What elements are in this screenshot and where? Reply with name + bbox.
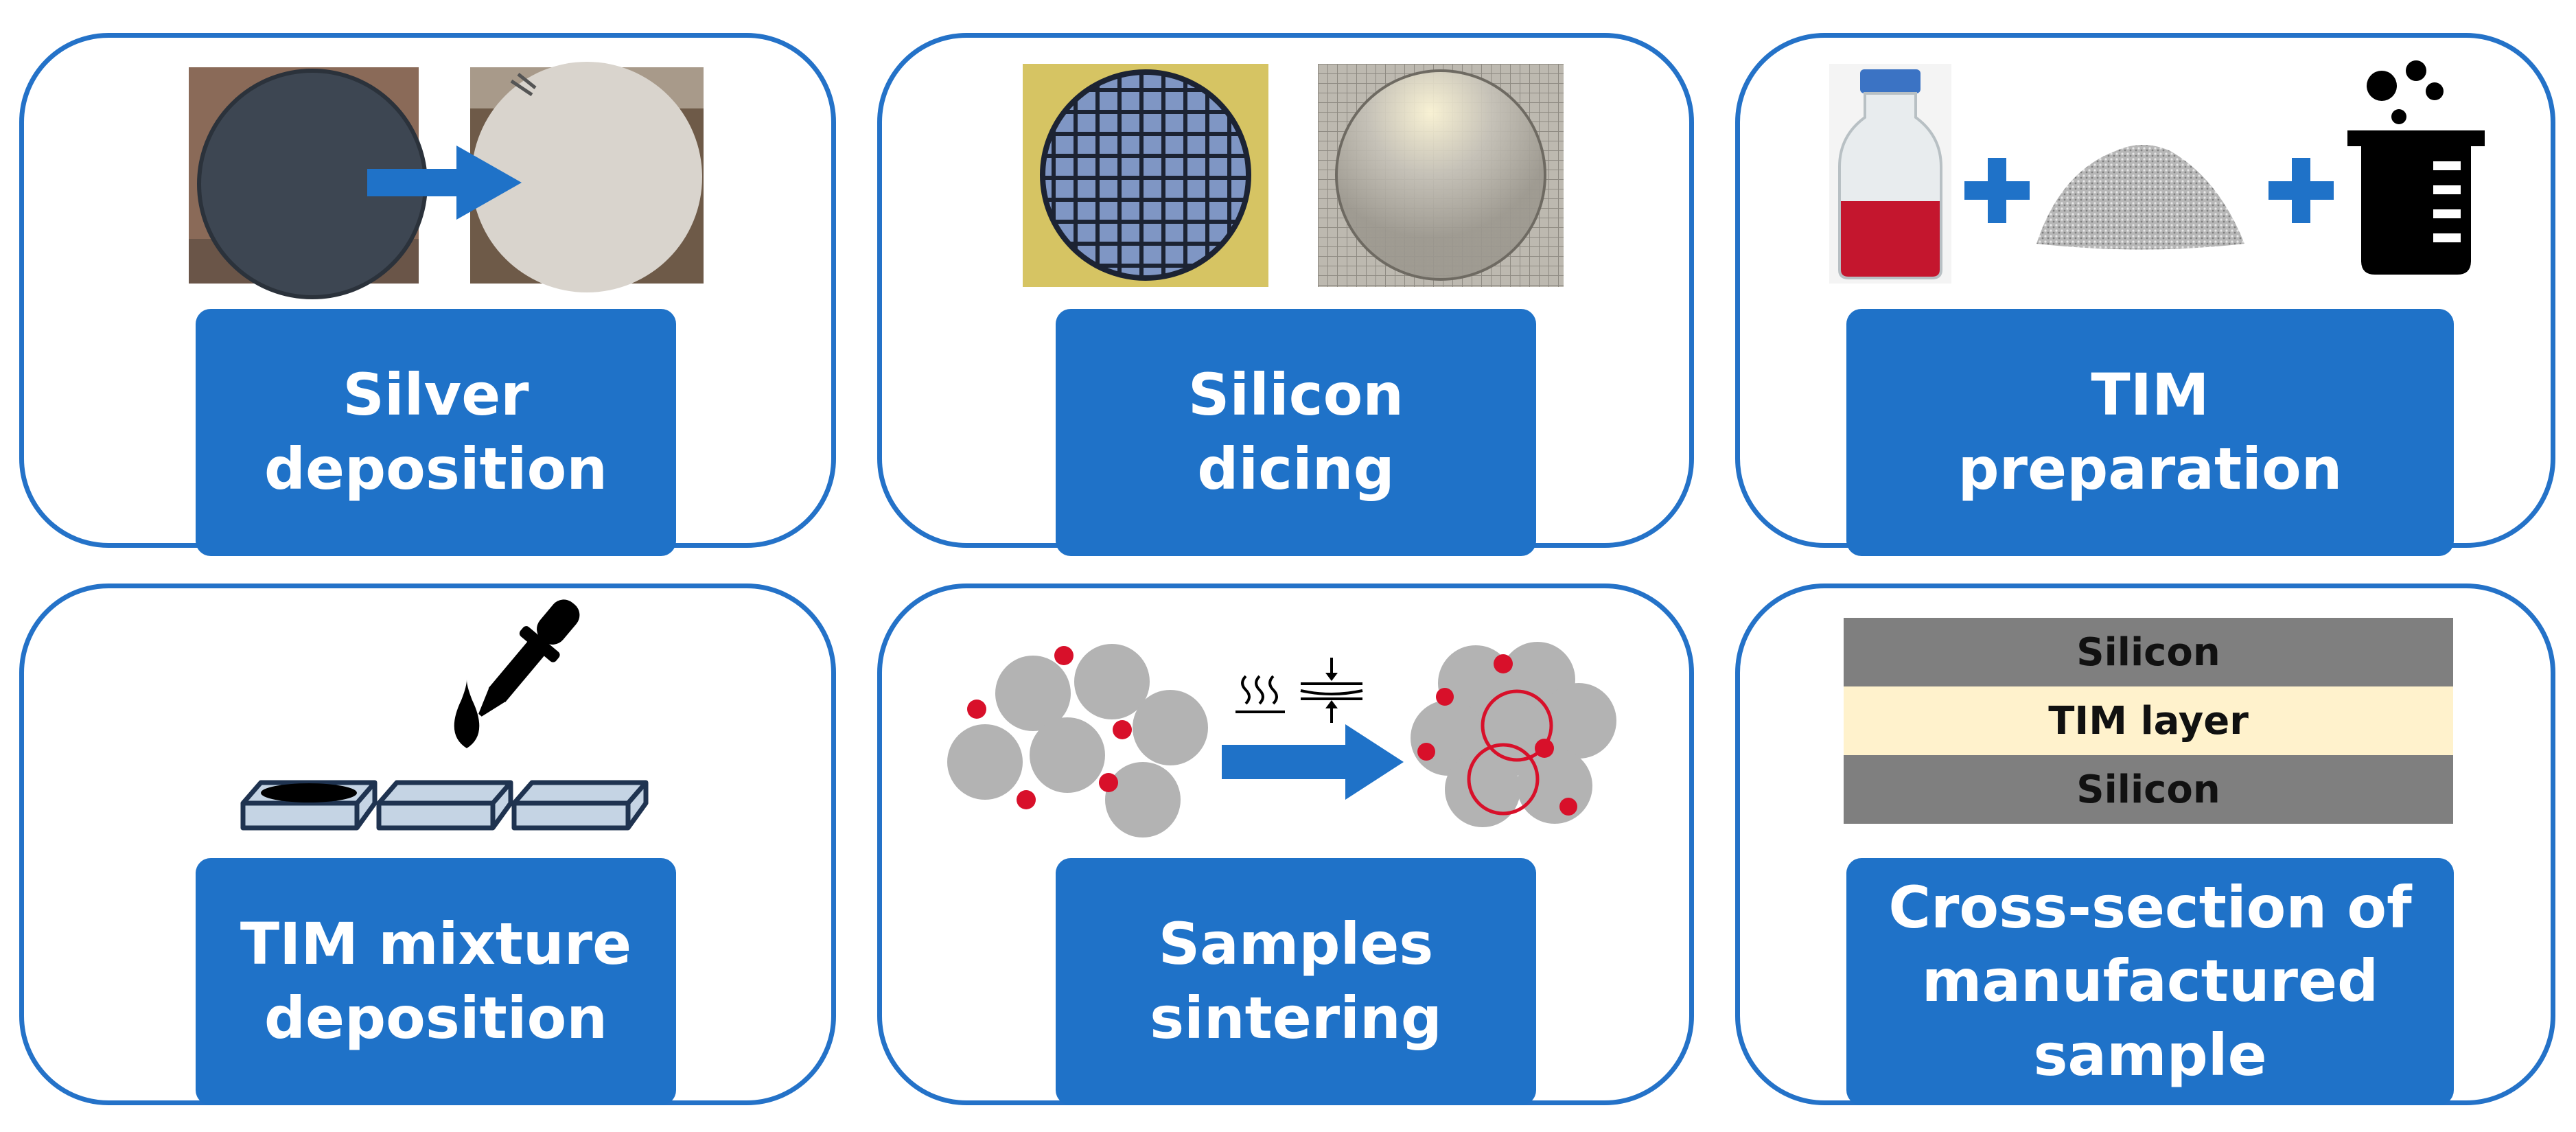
wafer-photo bbox=[189, 67, 428, 299]
dropper-icon bbox=[454, 599, 580, 748]
sintered-particles-icon bbox=[1411, 642, 1616, 827]
step-label-silver-deposition: Silver deposition bbox=[196, 309, 676, 556]
step-label-tim-preparation: TIM preparation bbox=[1846, 309, 2454, 556]
heat-icon bbox=[1235, 675, 1285, 713]
step-label-silicon-dicing: Silicon dicing bbox=[1056, 309, 1536, 556]
silver-powder-photo bbox=[2037, 145, 2244, 250]
substrate-icon bbox=[376, 780, 513, 831]
silicon-layer-bottom: Silicon bbox=[1844, 755, 2453, 824]
beaker-icon bbox=[2347, 60, 2485, 275]
particles-icon bbox=[947, 644, 1208, 838]
tim-layer: TIM layer bbox=[1844, 686, 2453, 755]
diced-silver-wafer-photo bbox=[1318, 64, 1564, 287]
plus-icon bbox=[2268, 158, 2334, 223]
solvent-bottle-photo bbox=[1829, 64, 1951, 284]
step-label-samples-sintering: Samples sintering bbox=[1056, 858, 1536, 1105]
silicon-layer-top: Silicon bbox=[1844, 618, 2453, 686]
silver-wafer-photo bbox=[470, 62, 704, 292]
arrow-right-icon bbox=[1222, 724, 1404, 800]
substrate-icon bbox=[240, 780, 378, 831]
plus-icon bbox=[1964, 158, 2030, 223]
pressure-icon bbox=[1300, 658, 1363, 723]
diced-wafer-photo bbox=[1023, 64, 1268, 287]
substrate-icon bbox=[511, 780, 649, 831]
arrow-right-icon bbox=[367, 146, 522, 220]
step-label-cross-section: Cross-section of manufactured sample bbox=[1846, 858, 2454, 1105]
step-label-tim-mixture-deposition: TIM mixture deposition bbox=[196, 858, 676, 1105]
